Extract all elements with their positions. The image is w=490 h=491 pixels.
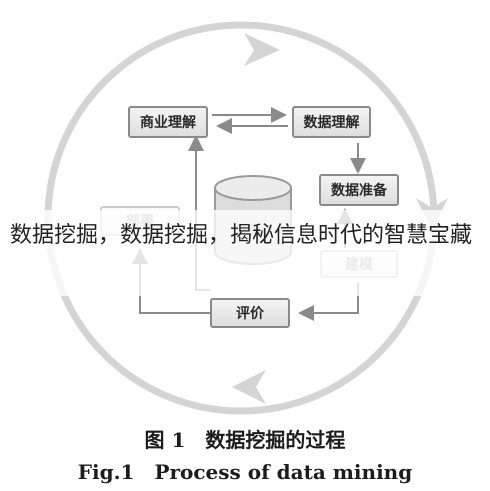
node-data-understanding-label: 数据理解 [303,115,360,131]
ring-arrowhead-top [244,33,280,66]
overlay-text: 数据挖掘，数据挖掘，揭秘信息时代的智慧宝藏 [10,223,473,248]
node-data-understanding: 数据理解 [292,106,371,138]
overlay-banner [0,210,490,296]
node-evaluation-label: 评价 [236,306,264,322]
node-business-understanding: 商业理解 [128,106,208,138]
node-data-preparation-label: 数据准备 [331,183,387,199]
node-data-preparation: 数据准备 [319,174,399,206]
caption-chinese: 图 1 数据挖掘的过程 [144,428,346,452]
caption-english: Fig.1 Process of data mining [77,460,413,484]
ring-arrowhead-bottom [232,370,266,404]
node-evaluation: 评价 [210,298,290,328]
node-business-understanding-label: 商业理解 [140,115,196,131]
